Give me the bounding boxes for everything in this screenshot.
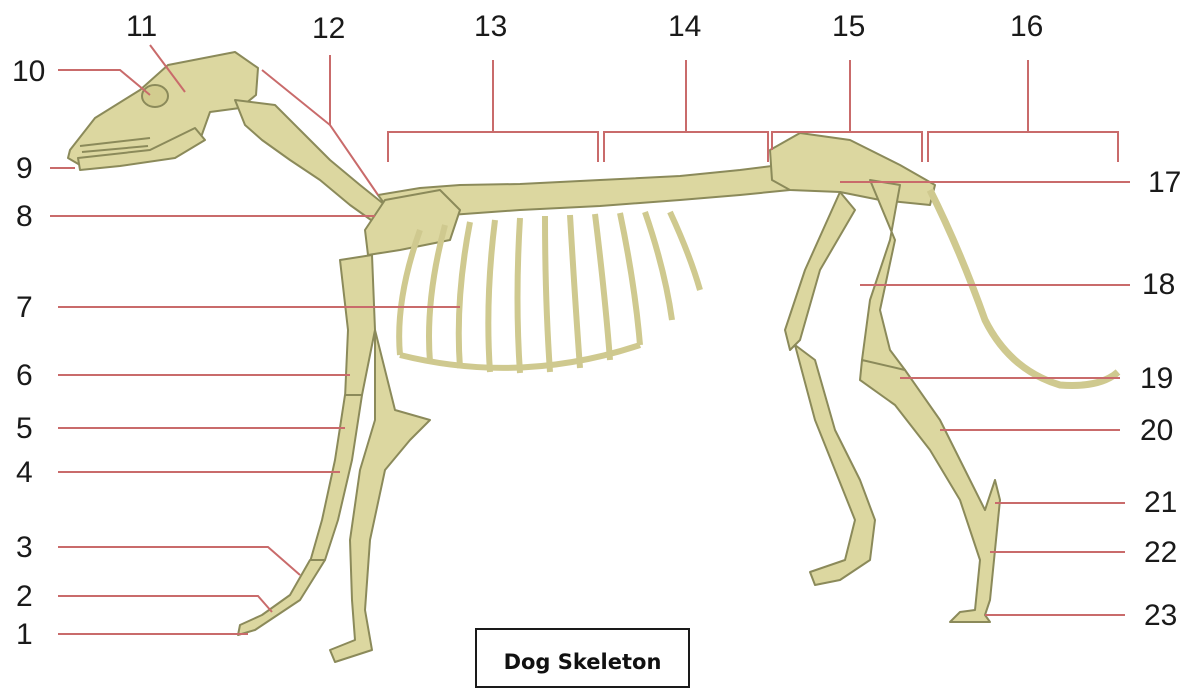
humerus <box>340 255 375 398</box>
skeleton-illustration <box>68 52 1118 662</box>
label-13: 13 <box>474 12 507 42</box>
pelvis <box>770 133 935 205</box>
eye-socket <box>142 85 168 107</box>
label-15: 15 <box>832 12 865 42</box>
label-5: 5 <box>16 414 33 444</box>
label-14: 14 <box>668 12 701 42</box>
label-1: 1 <box>16 620 33 650</box>
label-9: 9 <box>16 154 33 184</box>
diagram-title-box: Dog Skeleton <box>475 628 690 688</box>
tibia-near <box>860 360 1000 622</box>
rib-cage <box>399 212 700 373</box>
front-paw-near <box>238 560 325 635</box>
label-18: 18 <box>1142 270 1175 300</box>
label-21: 21 <box>1144 488 1177 518</box>
label-7: 7 <box>16 293 33 323</box>
label-2: 2 <box>16 582 33 612</box>
label-22: 22 <box>1144 538 1177 568</box>
label-8: 8 <box>16 202 33 232</box>
label-3: 3 <box>16 533 33 563</box>
femur-far <box>785 192 855 350</box>
label-19: 19 <box>1140 364 1173 394</box>
label-6: 6 <box>16 361 33 391</box>
diagram-title: Dog Skeleton <box>477 650 688 674</box>
label-23: 23 <box>1144 601 1177 631</box>
label-11: 11 <box>126 12 157 42</box>
label-12: 12 <box>312 14 345 44</box>
label-17: 17 <box>1148 168 1181 198</box>
leader-lines-top <box>150 45 1118 195</box>
label-10: 10 <box>12 57 45 87</box>
label-16: 16 <box>1010 12 1043 42</box>
femur-near <box>862 180 905 380</box>
tail <box>930 190 1118 385</box>
label-4: 4 <box>16 458 33 488</box>
cervical-vertebrae <box>235 100 385 225</box>
label-20: 20 <box>1140 416 1173 446</box>
